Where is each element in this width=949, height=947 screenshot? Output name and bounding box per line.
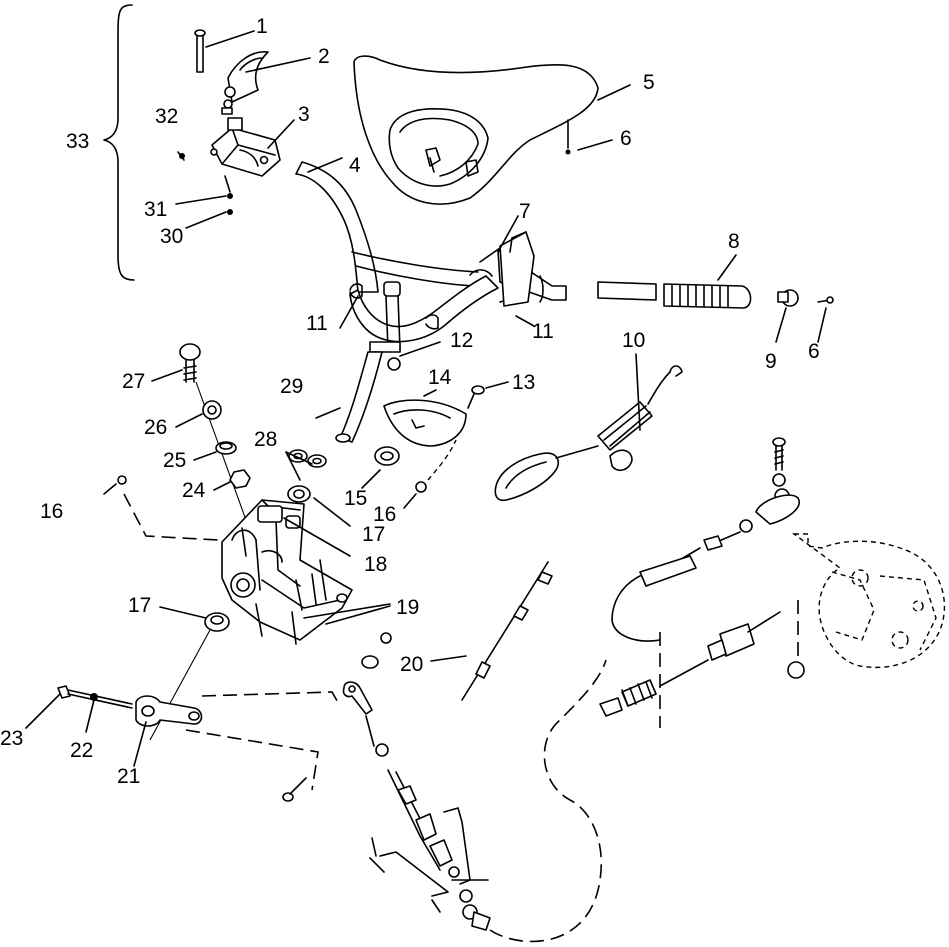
callout-13: 13 (512, 371, 535, 394)
right-spindle-assembly (599, 437, 946, 728)
bushing-part-15 (374, 446, 400, 466)
lower-cable-assembly (369, 659, 607, 943)
nut-part-12 (387, 357, 401, 371)
callout-9: 9 (765, 350, 777, 373)
bolt-part-23 (57, 685, 133, 709)
steering-mount-bracket-part-19 (221, 499, 353, 645)
bolt-bottom (282, 777, 307, 802)
pitman-arm-part-21 (135, 695, 203, 727)
callout-3: 3 (298, 103, 310, 126)
callout-15: 15 (344, 487, 367, 510)
callout-16b: 16 (373, 503, 396, 526)
bolt-part-13 (467, 385, 485, 409)
callout-32: 32 (155, 105, 178, 128)
end-plug-part-9 (777, 289, 799, 307)
nut-part-16b (415, 481, 427, 493)
callout-25: 25 (163, 449, 186, 472)
callout-12: 12 (450, 329, 473, 352)
handlebar-part-4 (295, 161, 567, 443)
callout-26: 26 (144, 416, 167, 439)
callout-21: 21 (117, 765, 140, 788)
callout-19: 19 (396, 596, 419, 619)
callout-6a: 6 (620, 127, 632, 150)
callout-17a: 17 (128, 594, 151, 617)
nut-part-16a (117, 475, 127, 485)
column-cover-part-14 (383, 399, 467, 447)
callout-11b: 11 (532, 320, 554, 343)
screw-part-1 (194, 29, 206, 73)
callout-2: 2 (318, 45, 330, 68)
callout-17b: 17 (362, 523, 385, 546)
callout-28: 28 (254, 428, 277, 451)
callout-20: 20 (400, 653, 423, 676)
callout-6b: 6 (808, 340, 820, 363)
callout-14: 14 (428, 366, 452, 389)
callout-16a: 16 (40, 500, 63, 523)
handlebar-grip-part-8 (597, 281, 752, 309)
callout-33: 33 (66, 130, 89, 153)
throttle-housing-assembly (179, 29, 281, 215)
leader-lines (25, 30, 827, 767)
callout-23: 23 (0, 727, 23, 750)
column-stack-parts (179, 343, 327, 521)
callout-31: 31 (144, 198, 167, 221)
callout-27: 27 (122, 370, 145, 393)
tie-rod-end-center (342, 632, 392, 757)
group-bracket-33 (103, 4, 135, 281)
throttle-housing-part-3 (210, 117, 281, 177)
callout-24: 24 (182, 479, 206, 502)
callout-11a: 11 (306, 312, 328, 335)
callout-10: 10 (622, 329, 645, 352)
callout-29: 29 (280, 375, 303, 398)
callout-18: 18 (364, 553, 387, 576)
callout-5: 5 (643, 71, 655, 94)
callout-numbers: 1 2 3 4 5 6 7 8 9 6 10 11 11 12 13 14 15… (0, 15, 820, 788)
steering-pad-part-5 (353, 55, 599, 205)
callout-30: 30 (160, 225, 183, 248)
screw-part-6b (817, 296, 834, 304)
callout-4: 4 (349, 154, 361, 177)
callout-7: 7 (519, 200, 531, 223)
throttle-cable-part-20 (461, 561, 553, 701)
callout-8: 8 (728, 230, 740, 253)
callout-22: 22 (70, 739, 93, 762)
bushing-part-17a (204, 612, 230, 632)
callout-1: 1 (256, 15, 268, 38)
throttle-lever-part-2 (221, 51, 269, 115)
